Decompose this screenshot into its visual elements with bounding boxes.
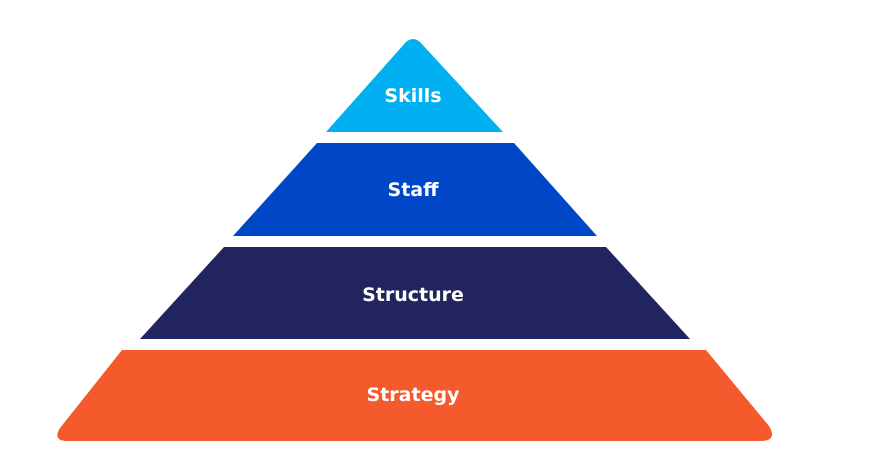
- pyramid-level-skills: [326, 39, 503, 132]
- pyramid-level-strategy: [57, 350, 773, 441]
- level-label-strategy: Strategy: [366, 384, 460, 406]
- pyramid-level-staff: [233, 143, 597, 236]
- level-label-skills: Skills: [384, 85, 442, 107]
- pyramid-level-structure: [140, 247, 690, 339]
- level-label-structure: Structure: [362, 284, 464, 306]
- level-label-staff: Staff: [387, 179, 439, 201]
